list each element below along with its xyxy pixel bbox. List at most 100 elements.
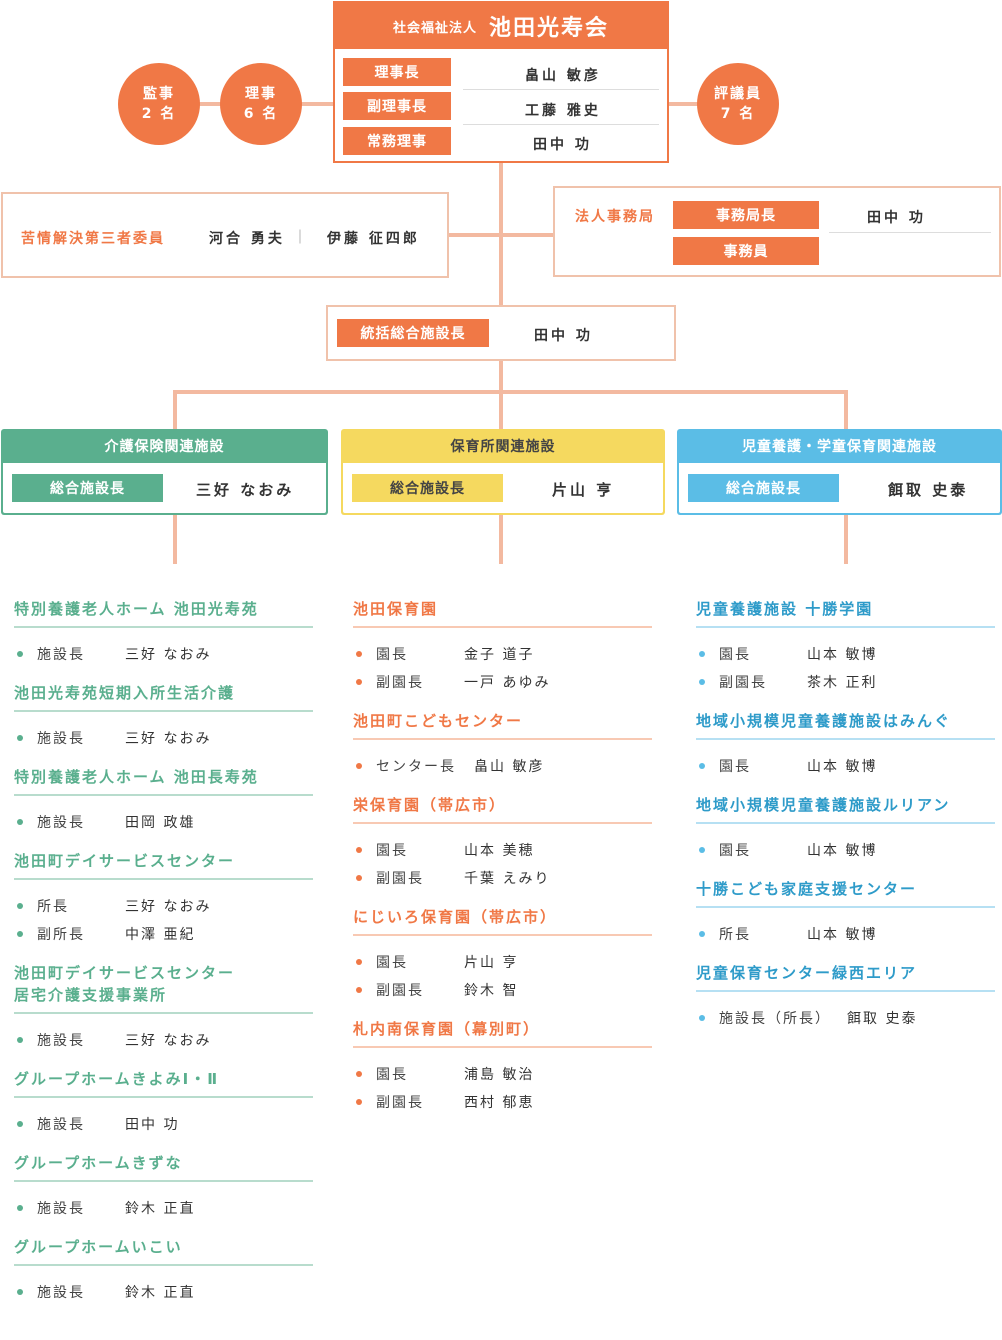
- bullet-dot: [356, 763, 362, 769]
- facility-block: グループホームきずな 施設長鈴木 正直: [14, 1152, 313, 1222]
- facility-title: 池田町デイサービスセンター: [14, 964, 236, 982]
- facility-block: 特別養護老人ホーム 池田長寿苑 施設長田岡 政雄: [14, 766, 313, 836]
- officer-name-managing: 田中 功: [533, 137, 592, 153]
- facility-row: 副園長茶木 正利: [696, 668, 995, 696]
- nursery-facilities-column: 池田保育園 園長金子 道子 副園長一戸 あゆみ 池田町こどもセンター センター長…: [353, 598, 652, 1130]
- facility-row-name: 山本 敏博: [807, 927, 878, 943]
- facility-row-role: 施設長: [37, 1117, 85, 1133]
- facility-rule: [353, 934, 652, 936]
- facility-row-name: 三好 なおみ: [125, 647, 212, 663]
- bullet-dot: [356, 679, 362, 685]
- bullet-dot: [699, 679, 705, 685]
- facility-row-role: 園長: [376, 647, 408, 663]
- corporation-name: 池田光寿会: [489, 16, 610, 41]
- facility-block: 児童養護施設 十勝学園 園長山本 敏博 副園長茶木 正利: [696, 598, 995, 696]
- facility-row-name: 田岡 政雄: [125, 815, 196, 831]
- facility-row: 施設長鈴木 正直: [14, 1194, 313, 1222]
- officer-separator: [463, 124, 659, 125]
- facility-row-name: 餌取 史泰: [847, 1011, 918, 1027]
- facility-row-role: 施設長: [37, 1201, 85, 1217]
- facility-title: グループホームいこい: [14, 1238, 183, 1256]
- connector-branch-child: [844, 390, 848, 430]
- facility-row-role: 施設長: [37, 647, 85, 663]
- facility-row: 施設長 田岡 政雄: [14, 808, 313, 836]
- facility-block: 地域小規模児童養護施設はみんぐ 園長山本 敏博: [696, 710, 995, 780]
- facility-row-name: 鈴木 智: [464, 983, 519, 999]
- committee-label: 苦情解決第三者委員: [21, 231, 165, 247]
- facility-row-name: 千葉 えみり: [464, 871, 551, 887]
- facility-row: 園長 片山 亨: [353, 948, 652, 976]
- facility-rule: [696, 906, 995, 908]
- facility-row-name: 茶木 正利: [807, 675, 878, 691]
- bullet-dot: [356, 1071, 362, 1077]
- facility-title: グループホームきずな: [14, 1154, 183, 1172]
- general-director-role: 統括総合施設長: [337, 319, 489, 347]
- facility-block: 栄保育園（帯広市） 園長山本 美穂 副園長千葉 えみり: [353, 794, 652, 892]
- facility-row-role: 園長: [719, 759, 751, 775]
- bullet-dot: [17, 931, 23, 937]
- facility-rule: [14, 1264, 313, 1266]
- facility-block: 札内南保育園（幕別町） 園長浦島 敏治 副園長西村 郁恵: [353, 1018, 652, 1116]
- general-director-name: 田中 功: [534, 328, 593, 344]
- facility-row-role: 副園長: [376, 675, 424, 691]
- care-facilities-column: 特別養護老人ホーム 池田光寿苑 施設長三好 なおみ 池田光寿苑短期入所生活介護 …: [14, 598, 313, 1320]
- facility-row-name: 鈴木 正直: [125, 1285, 196, 1301]
- facility-title: 池田光寿苑短期入所生活介護: [14, 684, 236, 702]
- facility-row: 施設長三好 なおみ: [14, 1026, 313, 1054]
- bullet-dot: [356, 1099, 362, 1105]
- facility-rule: [353, 822, 652, 824]
- corporation-prefix: 社会福祉法人: [392, 20, 477, 36]
- category-care-title: 介護保険関連施設: [104, 439, 225, 455]
- councilors-count: 7 名: [720, 106, 756, 122]
- facility-row: 副園長 一戸 あゆみ: [353, 668, 652, 696]
- general-director-box: 統括総合施設長 田中 功: [326, 305, 676, 361]
- connector-branch: [173, 390, 848, 394]
- facility-row: センター長畠山 敏彦: [353, 752, 652, 780]
- directors-circle: 理事 6 名: [220, 63, 302, 145]
- facility-row-role: センター長: [376, 759, 456, 775]
- facility-row-role: 副園長: [376, 1095, 424, 1111]
- facility-row: 施設長 三好 なおみ: [14, 640, 313, 668]
- auditors-count: 2 名: [141, 106, 177, 122]
- facility-row: 施設長（所長）餌取 史泰: [696, 1004, 995, 1032]
- category-care: 介護保険関連施設 総合施設長 三好 なおみ: [1, 429, 328, 515]
- facility-block: 児童保育センター緑西エリア 施設長（所長）餌取 史泰: [696, 962, 995, 1032]
- facility-row: 施設長鈴木 正直: [14, 1278, 313, 1306]
- office-chief-role: 事務局長: [673, 201, 819, 229]
- officer-name-vice-chairman: 工藤 雅史: [525, 103, 601, 119]
- facility-row-name: 一戸 あゆみ: [464, 675, 551, 691]
- connector-nursery-down: [499, 514, 503, 564]
- directors-count: 6 名: [243, 106, 279, 122]
- bullet-dot: [17, 819, 23, 825]
- bullet-dot: [699, 651, 705, 657]
- facility-row-role: 施設長: [37, 815, 85, 831]
- facility-row-name: 浦島 敏治: [464, 1067, 535, 1083]
- facility-title: 池田保育園: [353, 600, 439, 618]
- child-facilities-column: 児童養護施設 十勝学園 園長山本 敏博 副園長茶木 正利 地域小規模児童養護施設…: [696, 598, 995, 1046]
- facility-rule: [14, 1096, 313, 1098]
- facility-row-name: 山本 敏博: [807, 843, 878, 859]
- bullet-dot: [17, 651, 23, 657]
- facility-rule: [696, 822, 995, 824]
- facility-row-name: 中澤 亜紀: [125, 927, 196, 943]
- facility-row-name: 西村 郁恵: [464, 1095, 535, 1111]
- facility-row: 施設長 田中 功: [14, 1110, 313, 1138]
- officer-role-vice-chairman: 副理事長: [343, 92, 451, 120]
- facility-rule: [696, 626, 995, 628]
- office-chief-name: 田中 功: [867, 210, 926, 226]
- facility-row-role: 副園長: [376, 871, 424, 887]
- bullet-dot: [699, 763, 705, 769]
- facility-row-name: 田中 功: [125, 1117, 180, 1133]
- facility-title: 栄保育園（帯広市）: [353, 796, 507, 814]
- facility-row-role: 園長: [719, 843, 751, 859]
- directors-label: 理事: [245, 86, 277, 102]
- facility-row-name: 三好 なおみ: [125, 899, 212, 915]
- category-child-title: 児童養護・学童保育関連施設: [742, 439, 937, 455]
- connector-committee: [447, 233, 553, 237]
- facility-row-name: 片山 亨: [464, 955, 519, 971]
- facility-row: 所長 山本 敏博: [696, 920, 995, 948]
- facility-row: 副所長中澤 亜紀: [14, 920, 313, 948]
- facility-block: 地域小規模児童養護施設ルリアン 園長山本 敏博: [696, 794, 995, 864]
- facility-row-role: 所長: [719, 927, 751, 943]
- facility-row-role: 園長: [376, 955, 408, 971]
